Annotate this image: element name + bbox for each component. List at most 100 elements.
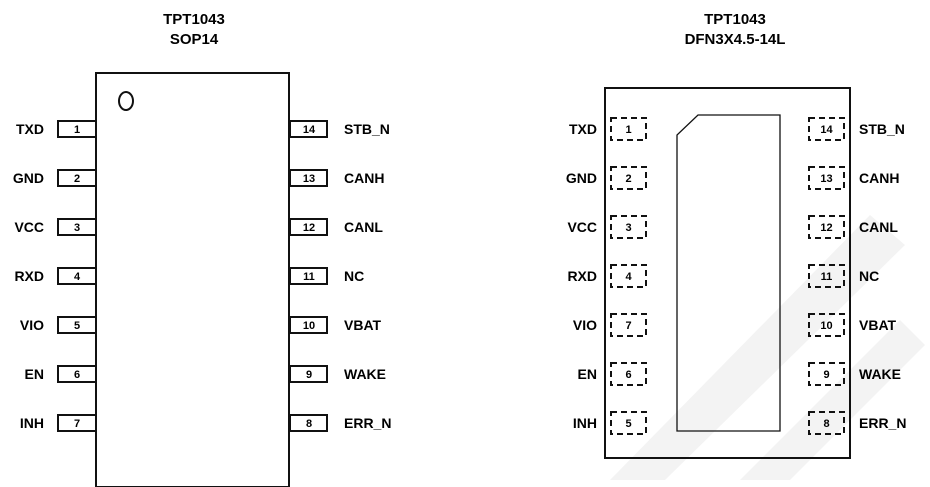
pin-box: [289, 218, 328, 236]
dfn-package: TPT1043 DFN3X4.5-14L 1 TXD 2 GND 3 VCC 4 RXD 7 VI…: [566, 11, 906, 459]
pin-number: 2: [625, 173, 631, 185]
sop-title-package: SOP14: [170, 31, 219, 48]
pin-number: 3: [74, 222, 80, 234]
pin-label: NC: [859, 268, 879, 284]
pin-number: 6: [625, 369, 631, 381]
pin-box: [57, 218, 97, 236]
pin-number: 14: [820, 124, 833, 136]
pin-number: 12: [820, 222, 832, 234]
pin-label: CANH: [344, 170, 384, 186]
pad-box: [808, 362, 845, 386]
dfn-left-pins: 1 TXD 2 GND 3 VCC 4 RXD 7 VIO 6 EN 5 INH: [566, 117, 647, 435]
pin-box: [57, 169, 97, 187]
pin-label: EN: [578, 366, 597, 382]
pad-box: [610, 362, 647, 386]
pin-box: [57, 120, 97, 138]
sop14-package: TPT1043 SOP14 1 TXD 2 GND 3 VCC 4 RXD 5 VIO 6 EN 7 IN…: [13, 11, 391, 487]
pin-box: [289, 267, 328, 285]
pin-number: 1: [625, 124, 631, 136]
pin-number: 9: [306, 369, 312, 381]
pin-label: CANL: [859, 219, 898, 235]
pin-number: 9: [823, 369, 829, 381]
pin-box: [57, 414, 97, 432]
pin-label: VCC: [567, 219, 597, 235]
dfn-title-package: DFN3X4.5-14L: [685, 31, 786, 48]
pin-number: 12: [303, 222, 315, 234]
pin-number: 5: [625, 418, 631, 430]
pad-box: [610, 215, 647, 239]
pin-box: [289, 414, 328, 432]
pin-label: TXD: [569, 121, 597, 137]
pin-label: ERR_N: [344, 415, 391, 431]
pin1-marker-icon: [118, 91, 134, 111]
pad-box: [808, 215, 845, 239]
pin-box: [289, 169, 328, 187]
pin-number: 13: [820, 173, 832, 185]
pad-box: [610, 166, 647, 190]
exposed-pad: [676, 114, 781, 432]
pin-label: NC: [344, 268, 364, 284]
pin-label: CANL: [344, 219, 383, 235]
pad-box: [610, 411, 647, 435]
pin-number: 10: [820, 320, 832, 332]
pad-box: [808, 166, 845, 190]
pin-number: 8: [306, 418, 312, 430]
sop-title-part: TPT1043: [163, 11, 225, 28]
pin-label: STB_N: [344, 121, 390, 137]
pin-label: RXD: [567, 268, 597, 284]
dfn-right-pins: 14 STB_N 13 CANH 12 CANL 11 NC 10 VBAT 9 WAKE 8 ERR_N: [808, 117, 906, 435]
pin-number: 4: [625, 271, 632, 283]
pad-box: [808, 313, 845, 337]
pin-label: VIO: [20, 317, 44, 333]
pin-number: 4: [74, 271, 81, 283]
pin-number: 10: [303, 320, 315, 332]
pin-number: 11: [303, 271, 315, 283]
pin-label: ERR_N: [859, 415, 906, 431]
watermark: [610, 215, 925, 480]
pin-number: 13: [303, 173, 315, 185]
pin-box: [289, 120, 328, 138]
pin-label: GND: [566, 170, 597, 186]
pin-box: [57, 267, 97, 285]
pad-box: [808, 117, 845, 141]
pin-label: VBAT: [344, 317, 382, 333]
pin-label: EN: [25, 366, 44, 382]
pin-label: CANH: [859, 170, 899, 186]
pin-number: 8: [823, 418, 829, 430]
pin-number: 5: [74, 320, 80, 332]
sop-right-pins: 14 STB_N 13 CANH 12 CANL 11 NC 10 VBAT 9 WAKE 8 ERR_N: [289, 120, 391, 432]
pin-box: [57, 316, 97, 334]
pin-label: GND: [13, 170, 44, 186]
pin-label: WAKE: [344, 366, 386, 382]
pin-number: 6: [74, 369, 80, 381]
sop-left-pins: 1 TXD 2 GND 3 VCC 4 RXD 5 VIO 6 EN 7 INH: [13, 120, 97, 432]
pin-box: [289, 365, 328, 383]
pin-box: [289, 316, 328, 334]
pin-label: VBAT: [859, 317, 897, 333]
pin-label: VCC: [14, 219, 44, 235]
pad-box: [610, 117, 647, 141]
pin-number: 1: [74, 124, 80, 136]
pin-label: VIO: [573, 317, 597, 333]
pin-number: 7: [74, 418, 80, 430]
pad-box: [610, 264, 647, 288]
pad-box: [610, 313, 647, 337]
pin-label: RXD: [14, 268, 44, 284]
pin-number: 2: [74, 173, 80, 185]
pin-label: TXD: [16, 121, 44, 137]
pin-label: STB_N: [859, 121, 905, 137]
pad-box: [808, 264, 845, 288]
pin-label: INH: [573, 415, 597, 431]
pin-number: 14: [303, 124, 316, 136]
pin-number: 3: [625, 222, 631, 234]
pin-box: [57, 365, 97, 383]
sop-body: [95, 72, 290, 487]
dfn-title-part: TPT1043: [704, 11, 766, 28]
pin-label: INH: [20, 415, 44, 431]
pin-number: 11: [821, 271, 833, 283]
pin-number: 7: [625, 320, 631, 332]
dfn-body: [604, 87, 851, 459]
pin-label: WAKE: [859, 366, 901, 382]
pad-box: [808, 411, 845, 435]
